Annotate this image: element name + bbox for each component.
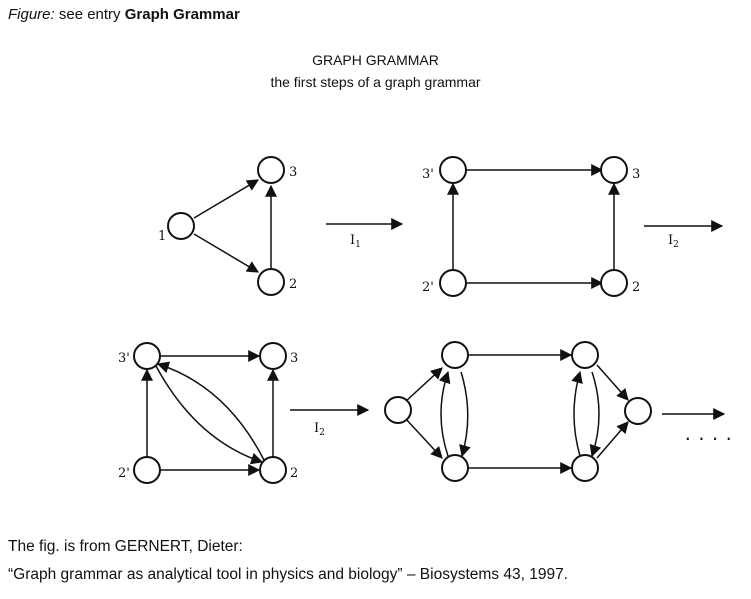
graph-edge (596, 364, 629, 401)
graph-node (571, 341, 599, 369)
graph-step-1: 1 3 2 (158, 156, 297, 296)
graph-edge (438, 370, 451, 457)
graph-node (257, 268, 285, 296)
graph-node (600, 269, 628, 297)
graph-edge (404, 367, 443, 403)
graph-node (441, 341, 469, 369)
continuation-arrow: .... (662, 408, 738, 444)
transition-arrow-2: I2 (644, 220, 724, 250)
edge-1-to-3 (193, 179, 260, 219)
transition-label: I2 (668, 233, 679, 250)
caption-middle: see entry (54, 6, 125, 23)
graph-node (439, 269, 467, 297)
edge-3p-to-2 (155, 365, 264, 465)
graph-node (571, 454, 599, 482)
graph-node (441, 454, 469, 482)
graph-node (439, 156, 467, 184)
credit-line-2: “Graph grammar as analytical tool in phy… (8, 566, 568, 583)
node-label: 2 (290, 466, 298, 481)
node-label: 2' (422, 280, 434, 295)
transition-arrow-3: I2 (290, 404, 370, 438)
graph-node (384, 396, 412, 424)
edge-2-to-3p (156, 361, 265, 461)
graph-node (133, 456, 161, 484)
graph-step-2: 3' 3 2' 2 (422, 156, 640, 297)
graph-node (167, 212, 195, 240)
diagram-title: GRAPH GRAMMAR (312, 52, 439, 68)
continuation-dots: .... (683, 425, 738, 444)
graph-edge (571, 370, 583, 457)
graph-step-4 (384, 341, 652, 482)
graph-node (600, 156, 628, 184)
node-label: 2' (118, 466, 130, 481)
node-label: 3 (632, 167, 640, 182)
diagram-subtitle: the first steps of a graph grammar (270, 74, 481, 90)
graph-edge (596, 421, 629, 459)
graph-node (133, 342, 161, 370)
graph-node (624, 397, 652, 425)
node-label: 2 (632, 280, 640, 295)
graph-edge (459, 371, 471, 458)
figure-caption: Figure: see entry Graph Grammar (8, 6, 240, 23)
node-label: 3 (290, 351, 298, 366)
credit-line-1: The fig. is from GERNERT, Dieter: (8, 538, 243, 555)
node-label: 2 (289, 277, 297, 292)
graph-edge (404, 417, 443, 459)
graph-node (259, 456, 287, 484)
transition-label: I2 (314, 421, 325, 438)
caption-label: Figure: (8, 6, 55, 23)
edge-1-to-2 (193, 233, 260, 273)
node-label: 3 (289, 165, 297, 180)
graph-node (259, 342, 287, 370)
transition-label: I1 (350, 233, 361, 250)
node-label: 1 (158, 229, 166, 244)
caption-entry-link[interactable]: Graph Grammar (124, 6, 240, 23)
node-label: 3' (118, 351, 130, 366)
graph-step-3: 3' 3 2' 2 (118, 342, 298, 484)
graph-node (257, 156, 285, 184)
node-label: 3' (422, 167, 434, 182)
graph-edge (589, 371, 602, 458)
transition-arrow-1: I1 (326, 218, 404, 250)
